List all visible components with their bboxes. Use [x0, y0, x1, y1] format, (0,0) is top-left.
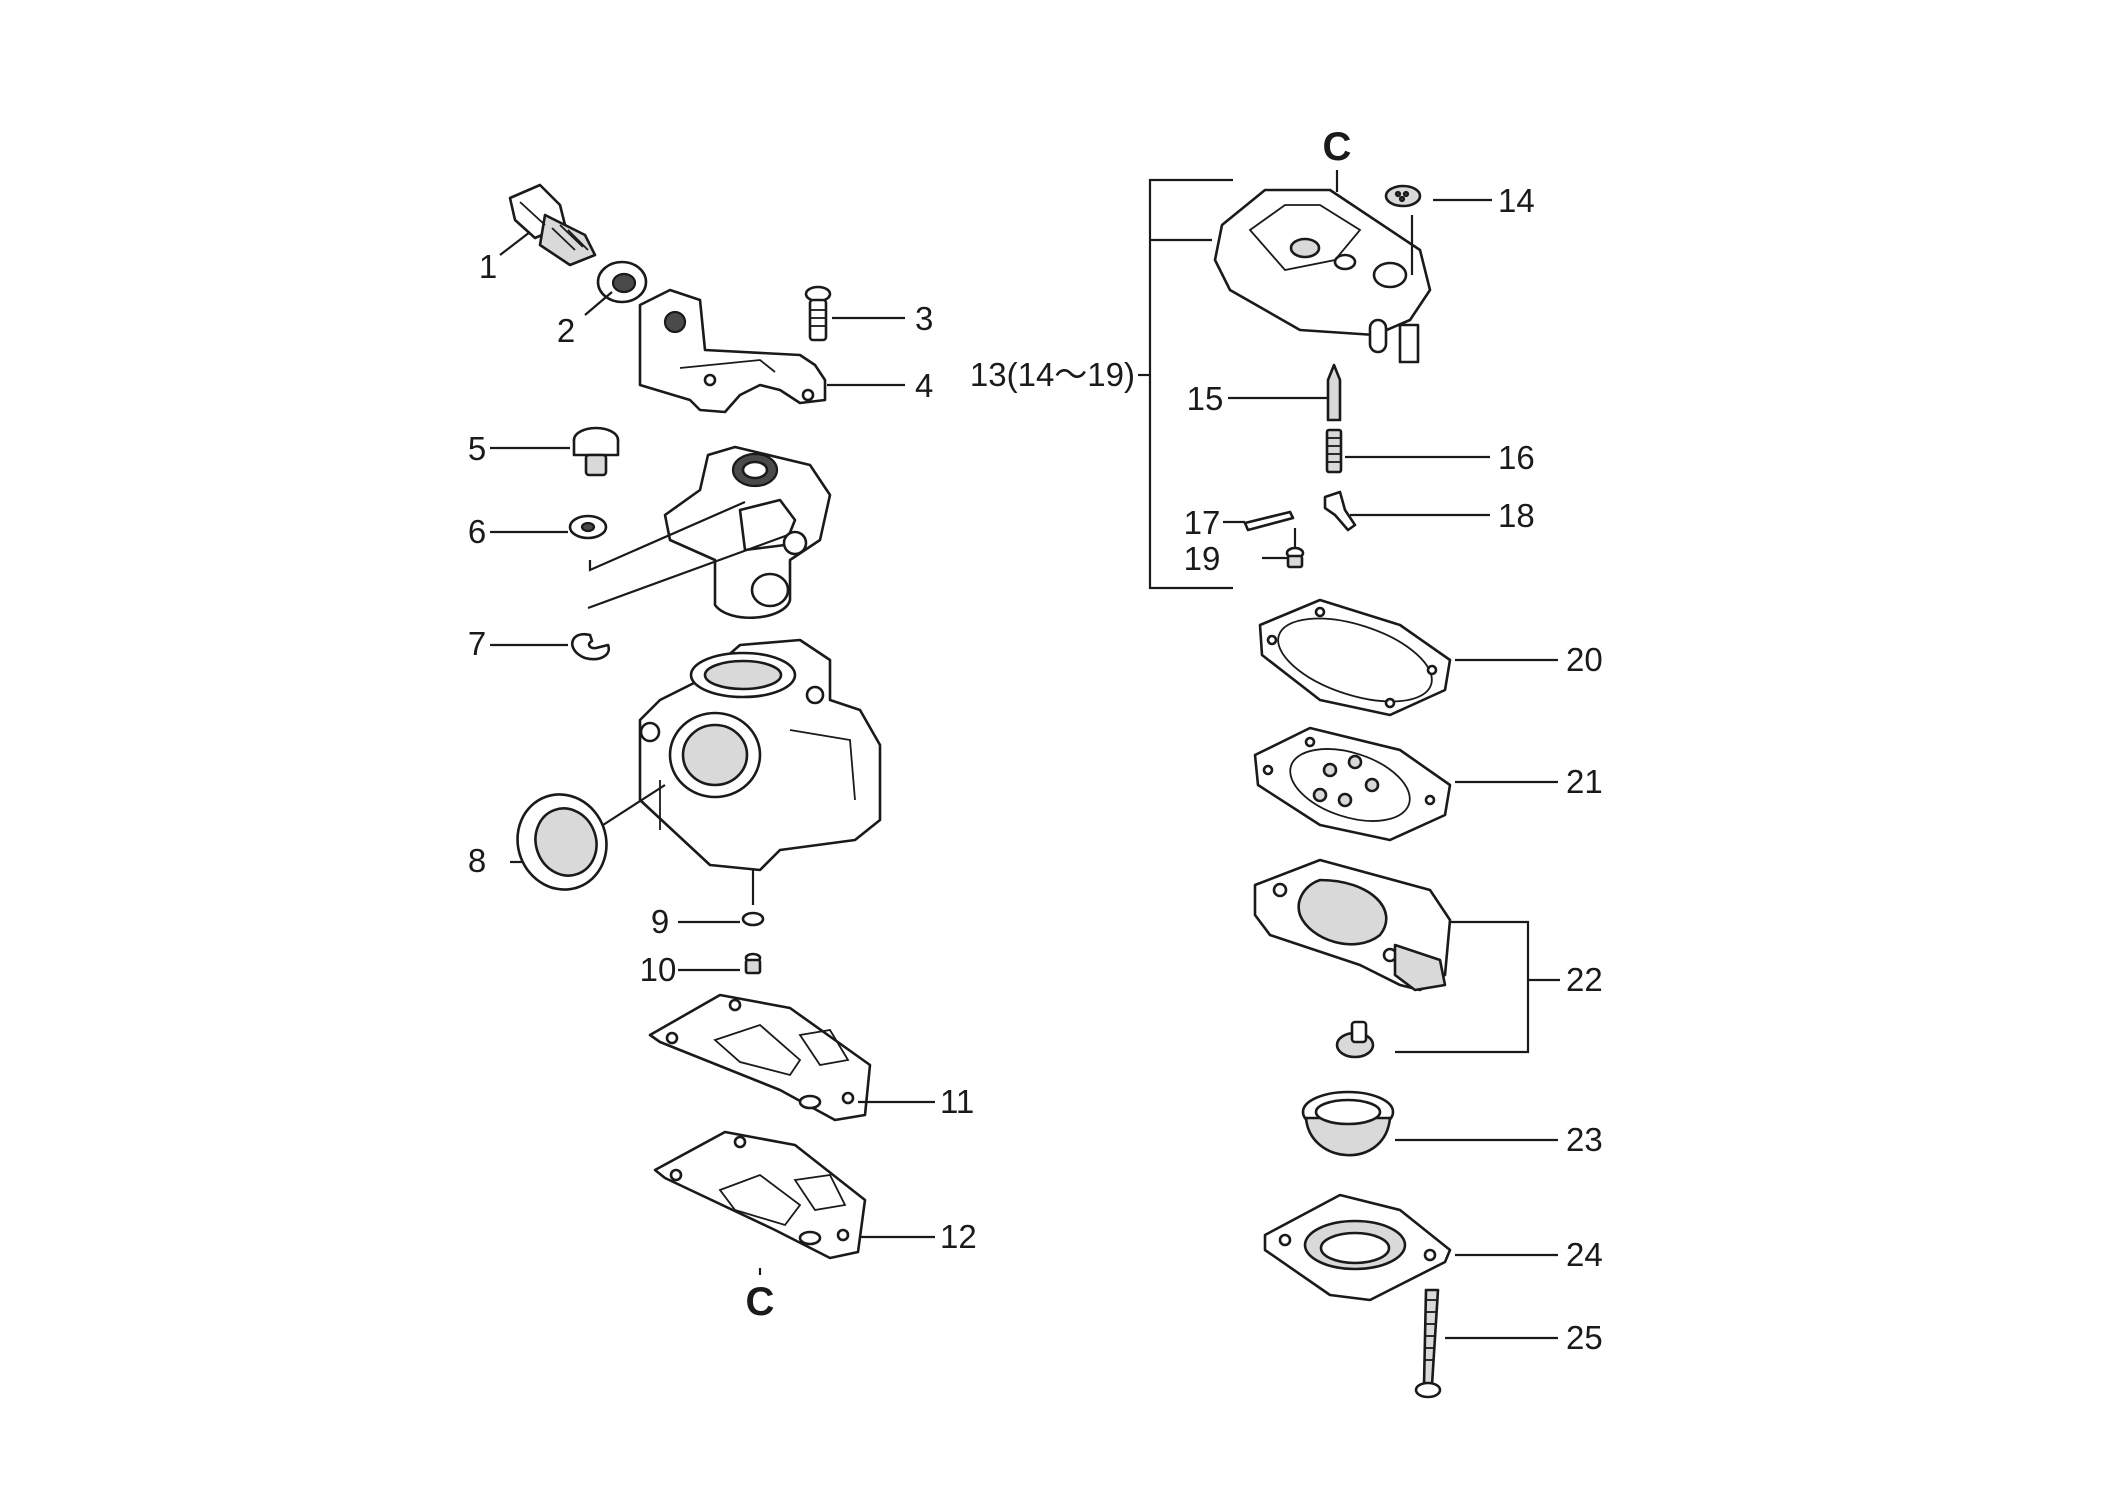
label-part-16: 16	[1498, 439, 1535, 476]
part-18-lever	[1323, 490, 1357, 532]
throttle-assembly	[663, 445, 832, 620]
label-part-25: 25	[1566, 1319, 1603, 1356]
label-part-11: 11	[940, 1083, 974, 1120]
part-25-long-screw	[1414, 1288, 1442, 1399]
part-22-pump-cover	[1253, 858, 1452, 1059]
part-20-gasket	[1258, 598, 1452, 717]
part-4-bracket	[638, 288, 827, 414]
part-6-washer	[568, 514, 608, 540]
part-21-diaphragm	[1253, 726, 1452, 842]
label-part-17: 17	[1184, 504, 1221, 541]
label-part-13: 13(14～19)	[970, 356, 1135, 393]
part-1-adjust-plug	[508, 183, 597, 267]
part-3-screw	[804, 285, 832, 342]
label-part-15: 15	[1187, 380, 1224, 417]
part-8-seal-ring	[516, 793, 608, 891]
part-2-nut	[596, 260, 648, 304]
part-11-gasket	[648, 993, 872, 1122]
label-part-22: 22	[1566, 961, 1603, 998]
part-9-oring	[741, 911, 765, 927]
leader-lines	[490, 170, 1560, 1340]
part-12-gasket	[653, 1130, 867, 1260]
reference-mark-top: C	[1323, 125, 1352, 169]
label-part-2: 2	[557, 312, 575, 349]
label-part-19: 19	[1184, 540, 1221, 577]
label-part-12: 12	[940, 1218, 977, 1255]
label-part-21: 21	[1566, 763, 1603, 800]
label-part-3: 3	[915, 300, 933, 337]
part-16-spring	[1325, 428, 1343, 474]
label-part-7: 7	[468, 625, 486, 662]
part-24-retainer-plate	[1263, 1193, 1452, 1302]
label-part-9: 9	[651, 903, 669, 940]
label-part-10: 10	[640, 951, 677, 988]
part-13-metering-body	[1213, 188, 1432, 364]
part-19-screw	[1285, 546, 1305, 569]
label-part-20: 20	[1566, 641, 1603, 678]
part-10-screw	[744, 952, 762, 975]
part-17-pin	[1243, 510, 1295, 532]
label-part-4: 4	[915, 367, 933, 404]
label-part-14: 14	[1498, 182, 1535, 219]
part-5-screw	[572, 426, 620, 477]
label-part-6: 6	[468, 513, 486, 550]
label-part-1: 1	[479, 248, 497, 285]
part-15-needle	[1326, 363, 1342, 422]
reference-mark-bottom: C	[746, 1280, 775, 1324]
carburetor-body	[638, 638, 882, 872]
label-part-24: 24	[1566, 1236, 1603, 1273]
part-7-eclip	[571, 632, 611, 661]
part-14-filter-screen	[1384, 184, 1422, 208]
label-part-23: 23	[1566, 1121, 1603, 1158]
label-part-8: 8	[468, 842, 486, 879]
part-23-primer-bulb	[1301, 1090, 1395, 1157]
label-part-18: 18	[1498, 497, 1535, 534]
label-part-5: 5	[468, 430, 486, 467]
